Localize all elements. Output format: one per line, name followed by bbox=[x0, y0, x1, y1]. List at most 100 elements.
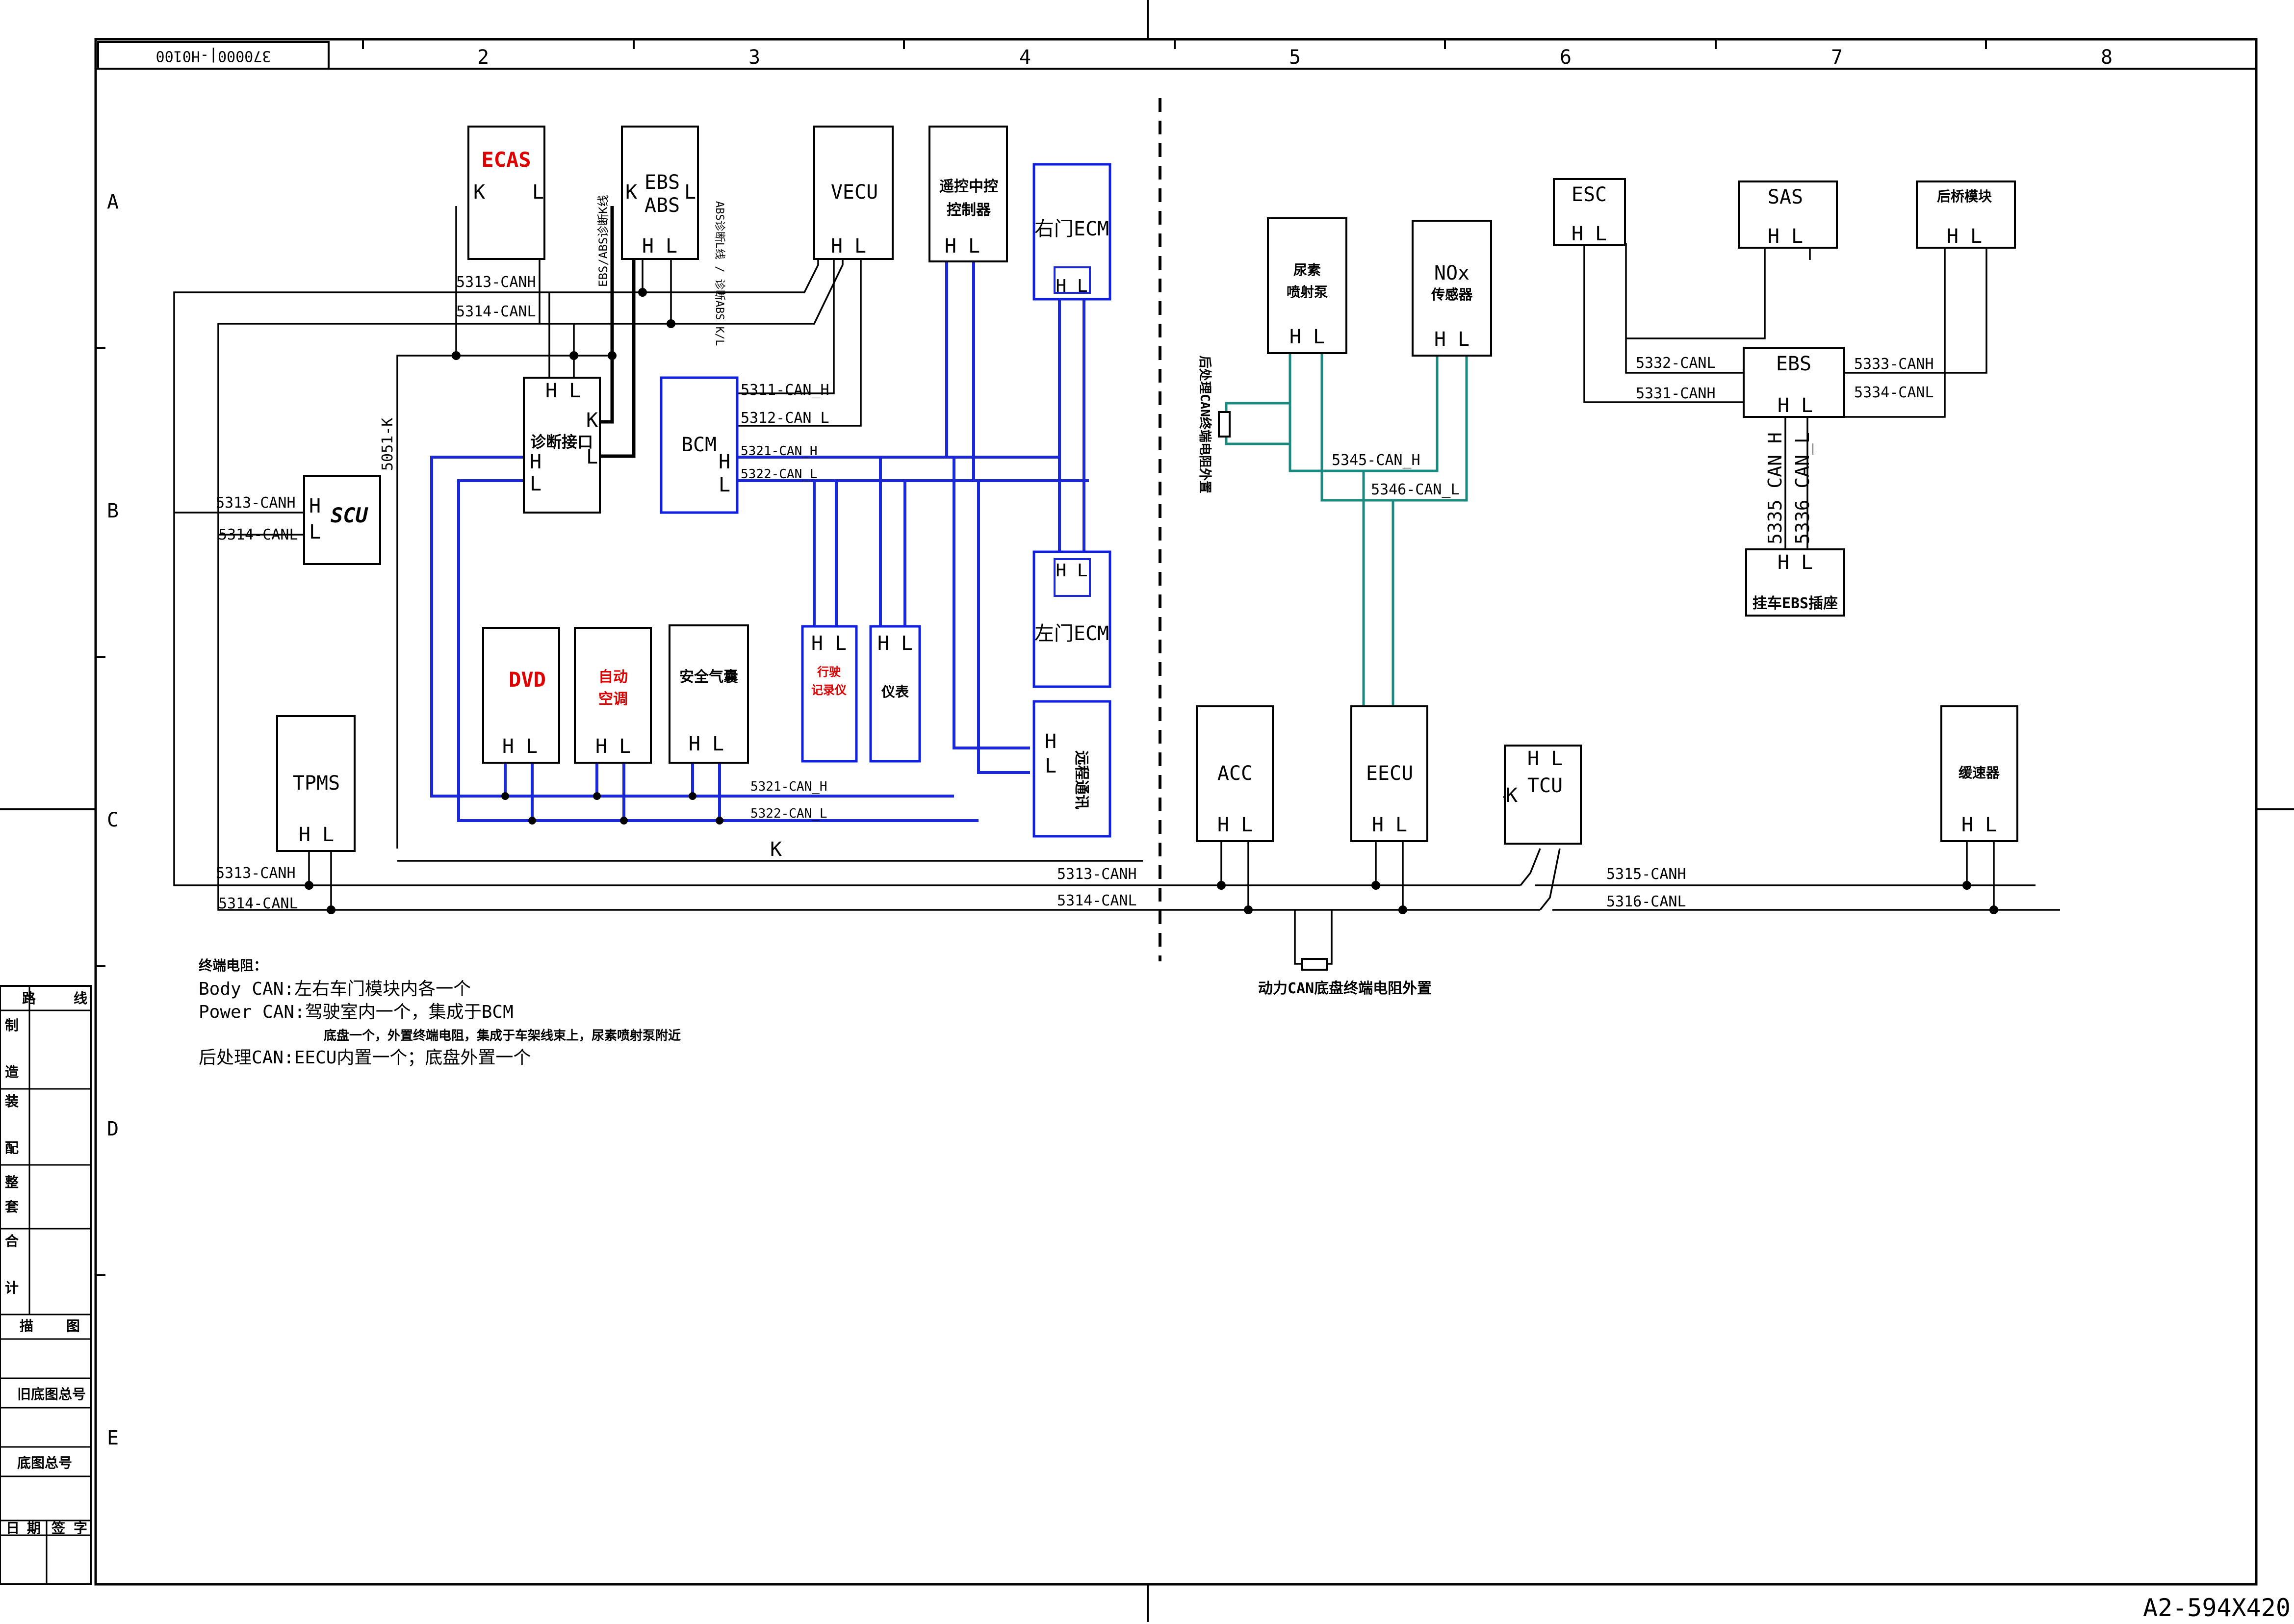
left-ecm-label: 左门ECM bbox=[1034, 622, 1109, 645]
tb-sign-2: 字 bbox=[74, 1520, 87, 1536]
rear-axle-label: 后桥模块 bbox=[1937, 188, 1992, 205]
ecas-pin-l: L bbox=[532, 181, 544, 204]
trailer-pins: H L bbox=[1778, 551, 1813, 574]
acc-label: ACC bbox=[1217, 762, 1253, 785]
vecu-label: VECU bbox=[831, 181, 878, 204]
sas-label: SAS bbox=[1768, 186, 1803, 208]
ac-label-2: 空调 bbox=[598, 691, 628, 708]
dvd-pins: H L bbox=[502, 735, 538, 758]
ebs-pins: H L bbox=[1778, 394, 1813, 417]
lbl-k-line: K bbox=[770, 838, 782, 861]
wire-labels: 5313-CANH 5314-CANL 5051-K 5313-CANH 531… bbox=[216, 274, 1934, 912]
urea-pins: H L bbox=[1289, 326, 1325, 348]
right-ecm-pins: H L bbox=[1056, 276, 1087, 296]
lbl-5313-bottom: 5313-CANH bbox=[216, 865, 296, 882]
scu-label: SCU bbox=[331, 503, 369, 527]
ebs-abs-l-line-note: ABS诊断L线 / 诊断ABS K/L bbox=[713, 201, 725, 346]
lbl-5322-bottom: 5322-CAN_L bbox=[750, 806, 827, 821]
meter-pins: H L bbox=[877, 632, 913, 655]
row-D: D bbox=[107, 1118, 119, 1140]
tb-draw-2: 图 bbox=[66, 1318, 80, 1334]
tb-old-no: 旧底图总号 bbox=[17, 1386, 86, 1402]
lbl-5335: 5335 CAN_H bbox=[1764, 432, 1786, 544]
drawing-number: 370000|-H0100 bbox=[156, 48, 271, 65]
telematics-module: H L 远程通讯 bbox=[1032, 700, 1111, 838]
dvd-label: DVD bbox=[509, 668, 546, 692]
telematics-pin-l: L bbox=[1045, 755, 1057, 777]
acc-module: ACC H L bbox=[1196, 705, 1274, 842]
aftertreatment-resistor-note: 后处理CAN终端电阻外置 bbox=[1197, 356, 1212, 493]
telematics-pin-h: H bbox=[1045, 730, 1057, 753]
nox-sensor-module: NOx 传感器 H L bbox=[1412, 220, 1492, 357]
scu-module: H L SCU bbox=[303, 475, 381, 565]
vecu-pins: H L bbox=[831, 235, 866, 258]
tcu-module: H L TCU K bbox=[1504, 745, 1582, 845]
teal-aftertreatment-wires bbox=[1225, 353, 1468, 719]
lbl-5333: 5333-CANH bbox=[1854, 356, 1934, 373]
eecu-label: EECU bbox=[1366, 762, 1413, 785]
tpms-label: TPMS bbox=[293, 772, 340, 795]
tpms-pins: H L bbox=[299, 824, 334, 846]
tb-route-1: 路 bbox=[22, 990, 36, 1006]
ac-pins: H L bbox=[595, 735, 631, 758]
terminal-resistor-notes: 终端电阻： Body CAN:左右车门模块内各一个 Power CAN:驾驶室内… bbox=[199, 957, 681, 1068]
col-7: 7 bbox=[1831, 46, 1843, 69]
diag-pin-l2: L bbox=[586, 446, 598, 468]
esc-pins: H L bbox=[1572, 223, 1607, 245]
retarder-module: 缓速器 H L bbox=[1940, 705, 2018, 842]
tcu-label: TCU bbox=[1527, 774, 1563, 797]
retarder-label: 缓速器 bbox=[1959, 765, 2000, 781]
tb-set-1: 整 bbox=[5, 1174, 19, 1190]
row-A: A bbox=[107, 191, 119, 213]
lbl-5313-scu: 5313-CANH bbox=[216, 494, 296, 512]
lbl-5334: 5334-CANL bbox=[1854, 384, 1934, 401]
col-5: 5 bbox=[1289, 46, 1301, 69]
tcu-pin-k: K bbox=[1506, 784, 1518, 807]
nox-pins: H L bbox=[1434, 328, 1469, 351]
tb-set-2: 套 bbox=[5, 1199, 19, 1215]
powertrain-resistor bbox=[1301, 958, 1328, 971]
scu-pin-h: H bbox=[309, 495, 321, 517]
ebs-module: EBS H L bbox=[1743, 347, 1845, 418]
tb-route-2: 线 bbox=[74, 990, 87, 1006]
urea-pump-module: 尿素 喷射泵 H L bbox=[1267, 217, 1347, 354]
notes-line-1: Body CAN:左右车门模块内各一个 bbox=[199, 979, 471, 999]
vecu-module: VECU H L bbox=[813, 126, 894, 260]
urea-label-1: 尿素 bbox=[1293, 262, 1321, 278]
row-C: C bbox=[107, 809, 119, 831]
lbl-5312: 5312-CAN_L bbox=[741, 410, 829, 427]
tb-total-2: 计 bbox=[5, 1280, 19, 1296]
col-2: 2 bbox=[477, 46, 489, 69]
lbl-5345: 5345-CAN_H bbox=[1332, 452, 1420, 469]
notes-line-4: 后处理CAN:EECU内置一个；底盘外置一个 bbox=[199, 1048, 531, 1068]
lbl-5332: 5332-CANL bbox=[1636, 355, 1716, 372]
tb-date-2: 期 bbox=[27, 1520, 41, 1536]
airbag-module: 安全气囊 H L bbox=[669, 624, 749, 764]
meter-label: 仪表 bbox=[881, 684, 909, 700]
powertrain-resistor-note: 动力CAN底盘终端电阻外置 bbox=[1258, 980, 1432, 997]
lbl-5313-top: 5313-CANH bbox=[456, 274, 536, 291]
sas-module: SAS H L bbox=[1738, 180, 1838, 249]
ebs-abs-label-1: EBS bbox=[644, 171, 680, 194]
sas-pins: H L bbox=[1768, 225, 1803, 248]
eecu-module: EECU H L bbox=[1350, 705, 1428, 842]
lbl-5314-chassis: 5314-CANL bbox=[1057, 892, 1137, 909]
notes-title: 终端电阻： bbox=[199, 957, 267, 974]
tacho-label-2: 记录仪 bbox=[811, 683, 847, 697]
sheet-size: A2-594X420 bbox=[2143, 1594, 2291, 1622]
diag-pin-l: L bbox=[530, 473, 541, 495]
tb-make-2: 造 bbox=[5, 1064, 19, 1080]
diag-pin-k: K bbox=[586, 409, 598, 432]
bcm-pin-l: L bbox=[719, 474, 730, 496]
diag-top-pins: H L bbox=[545, 380, 581, 402]
tb-make-1: 制 bbox=[5, 1017, 19, 1033]
airbag-label: 安全气囊 bbox=[679, 669, 738, 686]
diagnostic-connector-module: H L 诊断接口 K H L L bbox=[523, 377, 601, 514]
junction-dots bbox=[305, 288, 1998, 914]
ebs-abs-label-2: ABS bbox=[644, 194, 680, 217]
lbl-5315: 5315-CANH bbox=[1606, 866, 1686, 883]
nox-label-1: NOx bbox=[1434, 262, 1469, 284]
